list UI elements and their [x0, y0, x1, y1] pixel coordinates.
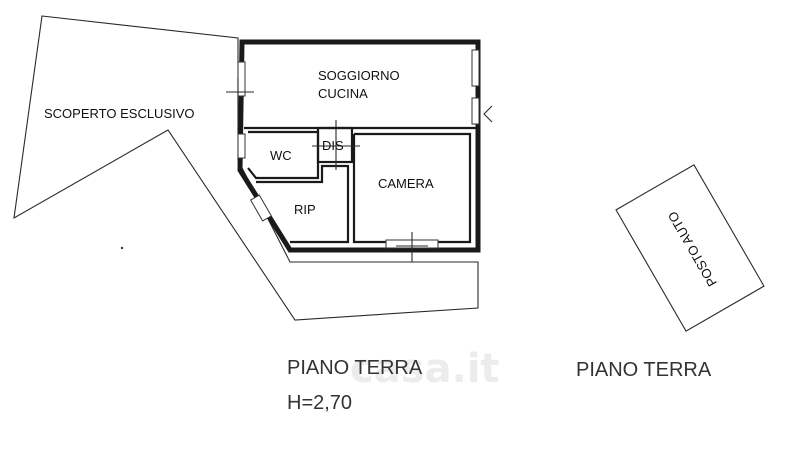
- watermark: casa.it: [350, 346, 500, 392]
- label-dis: DIS: [322, 138, 344, 153]
- window-right-top: [471, 49, 480, 87]
- posto-auto-rect: [615, 164, 765, 332]
- window-left-low: [237, 133, 246, 159]
- label-rip: RIP: [294, 202, 316, 217]
- label-posto-auto: POSTO AUTO: [665, 209, 720, 289]
- label-scoperto: SCOPERTO ESCLUSIVO: [44, 106, 195, 121]
- speck: [120, 246, 124, 250]
- label-cucina: CUCINA: [318, 86, 368, 101]
- label-soggiorno: SOGGIORNO: [318, 68, 400, 83]
- wc-walls: [247, 130, 320, 180]
- label-wc: WC: [270, 148, 292, 163]
- caption-left-floor: PIANO TERRA: [287, 357, 423, 379]
- window-left: [237, 61, 246, 97]
- rip-walls: [256, 164, 350, 244]
- camera-walls: [352, 132, 472, 244]
- posto-auto-group: POSTO AUTO: [615, 164, 765, 332]
- label-camera: CAMERA: [378, 176, 434, 191]
- dis-walls: [316, 126, 354, 164]
- scoperto-outline: [13, 15, 479, 321]
- caption-left-height: H=2,70: [287, 392, 352, 414]
- entry-chevron: [483, 105, 493, 123]
- caption-right-floor: PIANO TERRA: [576, 359, 712, 381]
- window-right-bottom: [471, 97, 480, 125]
- window-rip: [249, 194, 273, 222]
